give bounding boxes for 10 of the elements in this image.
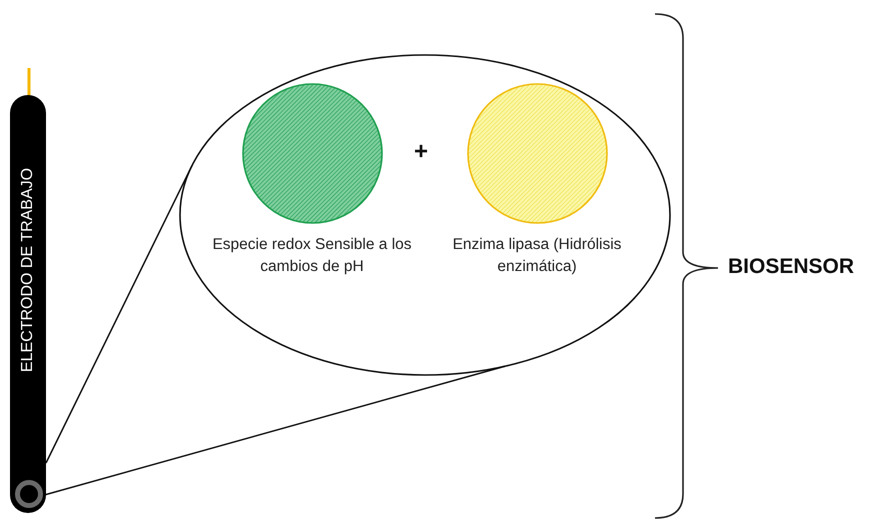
node-label: Especie redox Sensible a los cambios de pH bbox=[212, 235, 412, 277]
plus-sign: + bbox=[414, 138, 428, 166]
electrode bbox=[10, 95, 46, 513]
node-label: Enzima lipasa (Hidrólisis enzimática) bbox=[452, 235, 622, 277]
bracket-label: BIOSENSOR bbox=[728, 255, 854, 279]
hatched-circle bbox=[242, 83, 383, 224]
electrode-tip bbox=[15, 480, 43, 508]
electrode-label: ELECTRODO DE TRABAJO bbox=[19, 168, 37, 372]
magnified-view bbox=[180, 55, 670, 375]
hatched-circle bbox=[467, 83, 608, 224]
